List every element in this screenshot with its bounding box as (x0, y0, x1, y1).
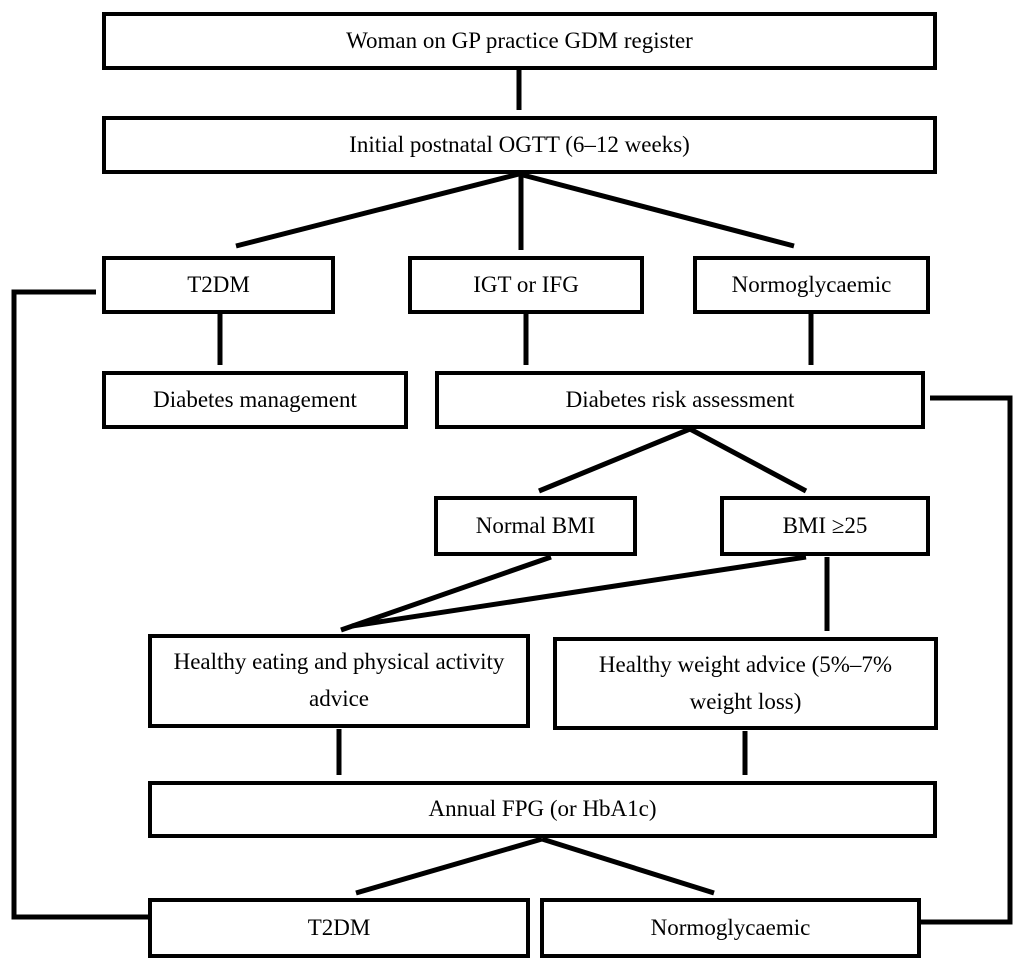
node-igt-ifg: IGT or IFG (408, 256, 644, 314)
node-normal-bmi: Normal BMI (434, 496, 637, 556)
edge-bmi-ge25-to-eating (351, 554, 807, 629)
edge-fpg-to-normoglycaemic-annual (541, 836, 715, 896)
node-risk-assessment: Diabetes risk assessment (435, 371, 925, 429)
edge-risk-to-normal-bmi (538, 426, 691, 494)
node-diabetes-management: Diabetes management (102, 371, 408, 429)
edge-ogtt-to-normoglycaemic (518, 171, 795, 249)
edge-fpg-to-t2dm-annual (355, 836, 543, 896)
node-healthy-eating: Healthy eating and physical activity adv… (148, 634, 530, 728)
edge-normal-bmi-to-eating (340, 554, 552, 633)
node-normoglycaemic-initial: Normoglycaemic (693, 256, 930, 314)
node-t2dm-annual: T2DM (148, 898, 530, 958)
edge-risk-to-bmi-ge25 (688, 426, 808, 494)
node-healthy-weight: Healthy weight advice (5%–7% weight loss… (553, 637, 938, 730)
node-normoglycaemic-annual: Normoglycaemic (540, 898, 921, 958)
node-register: Woman on GP practice GDM register (102, 12, 937, 70)
edge-ogtt-to-t2dm (235, 171, 520, 249)
node-ogtt: Initial postnatal OGTT (6–12 weeks) (102, 116, 937, 174)
node-bmi-ge25: BMI ≥25 (720, 496, 930, 556)
node-t2dm-initial: T2DM (102, 256, 335, 314)
node-annual-fpg: Annual FPG (or HbA1c) (148, 781, 937, 838)
